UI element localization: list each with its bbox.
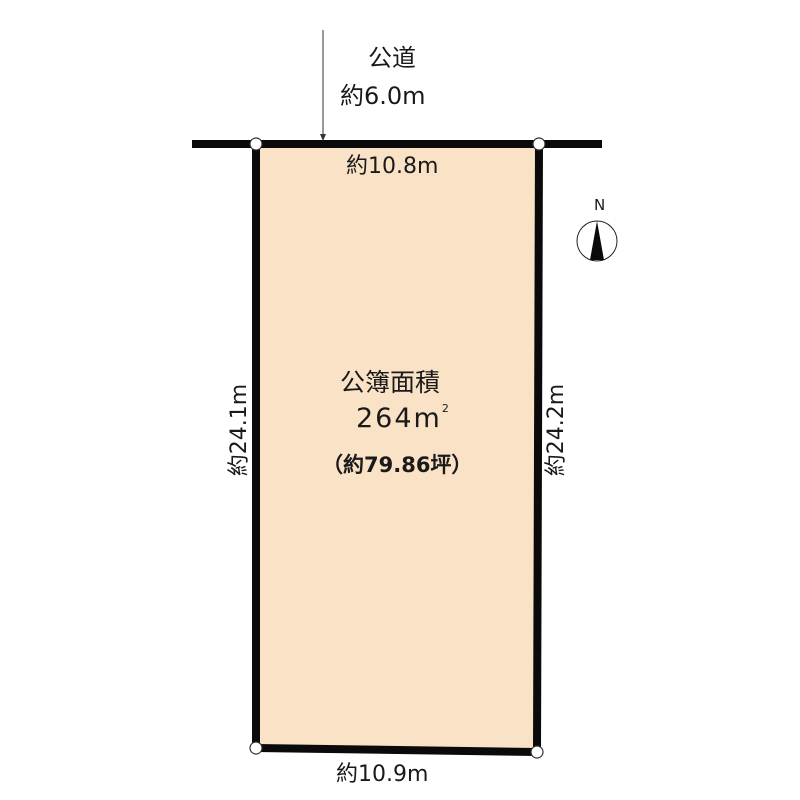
corner-marker-bottom-left: [249, 741, 263, 755]
area-unit: m: [413, 403, 442, 434]
north-label: N: [594, 196, 606, 214]
arrow-head-icon: [320, 134, 326, 141]
area-unit-superscript: 2: [441, 402, 451, 415]
area-title: 公簿面積: [340, 368, 441, 397]
top-edge-length: 約10.8m: [346, 154, 439, 179]
corner-marker-bottom-right: [530, 745, 544, 759]
bottom-boundary-line: [255, 744, 538, 756]
road-width-label: 約6.0m: [340, 82, 426, 110]
area-tsubo: （約79.86坪）: [322, 453, 473, 477]
left-edge-length: 約24.1m: [227, 383, 252, 477]
area-number: 264: [356, 403, 414, 434]
corner-marker-top-left: [249, 137, 263, 151]
corner-marker-top-right: [532, 137, 546, 151]
bottom-edge-length: 約10.9m: [336, 762, 429, 787]
area-value: 264m2: [356, 402, 451, 434]
right-edge-length: 約24.2m: [544, 383, 569, 477]
north-compass-icon: [576, 220, 618, 262]
lot-area: [256, 144, 539, 752]
road-name-label: 公道: [368, 44, 416, 72]
right-boundary-line: [533, 143, 543, 753]
